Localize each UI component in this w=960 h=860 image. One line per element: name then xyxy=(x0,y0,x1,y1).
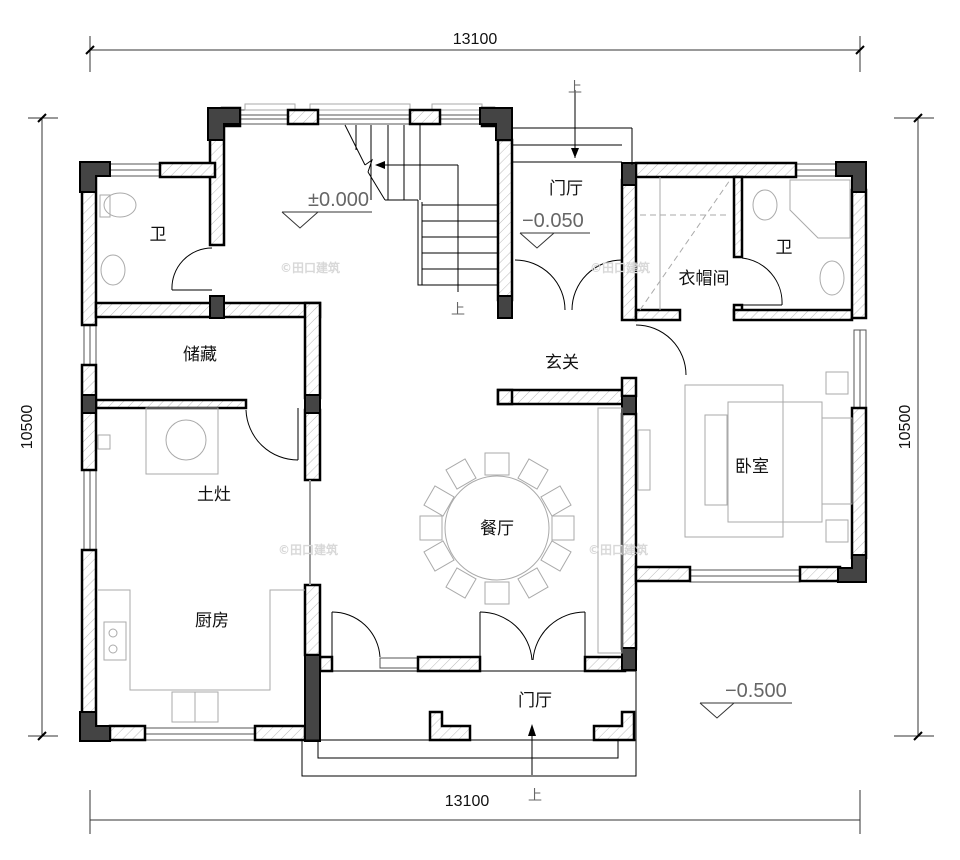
room-label-bedroom: 卧室 xyxy=(735,457,769,477)
staircase: 上 xyxy=(344,124,498,318)
south-steps xyxy=(301,670,637,777)
room-label-cloakroom: 衣帽间 xyxy=(679,269,730,289)
walls xyxy=(80,106,868,742)
furniture xyxy=(97,177,853,723)
level-mark-main: ±0.000 xyxy=(281,189,372,229)
stair-up-label: 上 xyxy=(451,302,465,318)
dimension-bottom-label: 13100 xyxy=(445,793,490,810)
sink-icon xyxy=(819,260,845,296)
room-labels: 卫 储藏 土灶 厨房 餐厅 玄关 门厅 衣帽间 卫 卧室 门厅 xyxy=(150,179,793,711)
dining-chairs xyxy=(419,452,575,605)
dimension-right-label: 10500 xyxy=(897,405,914,450)
columns xyxy=(79,107,867,742)
watermark: ©田口建筑 xyxy=(588,542,648,557)
dimension-top-label: 13100 xyxy=(453,31,498,48)
level-main-label: ±0.000 xyxy=(308,189,369,211)
sink-icon xyxy=(100,254,126,286)
room-label-kitchen: 厨房 xyxy=(195,611,229,631)
dimension-right: 10500 xyxy=(894,113,934,741)
room-label-vestibule-north: 门厅 xyxy=(549,179,583,199)
watermark: ©田口建筑 xyxy=(280,260,340,275)
dimension-left: 10500 xyxy=(19,113,58,741)
toilet-icon xyxy=(752,189,778,221)
room-label-foyer: 玄关 xyxy=(545,353,579,373)
level-mark-north-vestibule: −0.050 xyxy=(519,210,590,249)
entry-arrow-south: 上 xyxy=(528,724,542,804)
level-north-vestibule-label: −0.050 xyxy=(522,210,584,232)
level-exterior-label: −0.500 xyxy=(725,680,787,702)
dimension-left-label: 10500 xyxy=(19,405,36,450)
room-label-bath-right: 卫 xyxy=(776,238,793,258)
room-label-vestibule-south: 门厅 xyxy=(518,691,552,711)
dimension-top: 13100 xyxy=(85,31,865,72)
room-label-storage: 储藏 xyxy=(183,345,217,365)
toilet-icon xyxy=(103,192,137,218)
windows xyxy=(83,103,867,741)
dimension-bottom: 13100 xyxy=(89,790,861,834)
room-label-dining: 餐厅 xyxy=(480,519,514,539)
north-steps: 上 xyxy=(512,80,633,165)
level-mark-exterior: −0.500 xyxy=(699,680,792,719)
entry-up-label: 上 xyxy=(528,788,542,804)
north-steps-up-label: 上 xyxy=(568,80,582,96)
watermarks: ©田口建筑 ©田口建筑 ©田口建筑 ©田口建筑 xyxy=(278,260,650,557)
watermark: ©田口建筑 xyxy=(278,542,338,557)
room-label-stove: 土灶 xyxy=(197,485,231,505)
watermark: ©田口建筑 xyxy=(590,260,650,275)
room-label-bath-left: 卫 xyxy=(150,225,167,245)
doors xyxy=(171,247,783,661)
